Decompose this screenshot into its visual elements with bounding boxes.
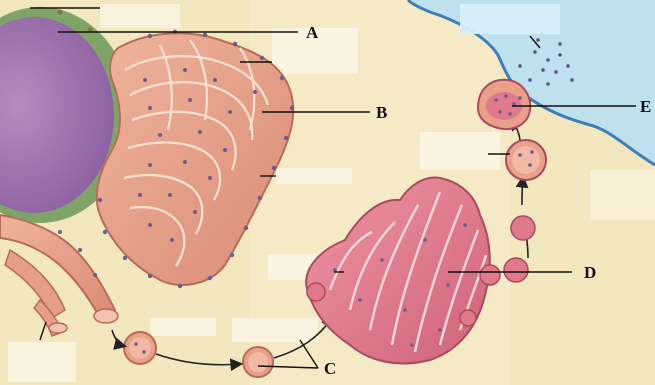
callout-d: D <box>584 264 596 281</box>
secretory-vesicle-2 <box>511 216 535 240</box>
label-blank <box>420 132 500 170</box>
label-blank <box>150 318 216 336</box>
callout-b: B <box>376 104 387 121</box>
transport-vesicle-1 <box>124 332 156 364</box>
label-blank <box>232 318 318 342</box>
label-blank <box>276 168 352 184</box>
label-blank <box>8 342 76 382</box>
transport-vesicle-2 <box>243 347 273 377</box>
secretory-vesicle-1 <box>504 258 528 282</box>
label-blank <box>100 4 180 28</box>
label-blank <box>460 4 560 34</box>
exocytosis-vesicle <box>478 80 530 129</box>
secretory-vesicle-3 <box>506 140 546 180</box>
callout-c: C <box>324 360 336 377</box>
callout-e: E <box>640 98 651 115</box>
callout-a: A <box>306 24 318 41</box>
label-blank <box>590 170 655 220</box>
